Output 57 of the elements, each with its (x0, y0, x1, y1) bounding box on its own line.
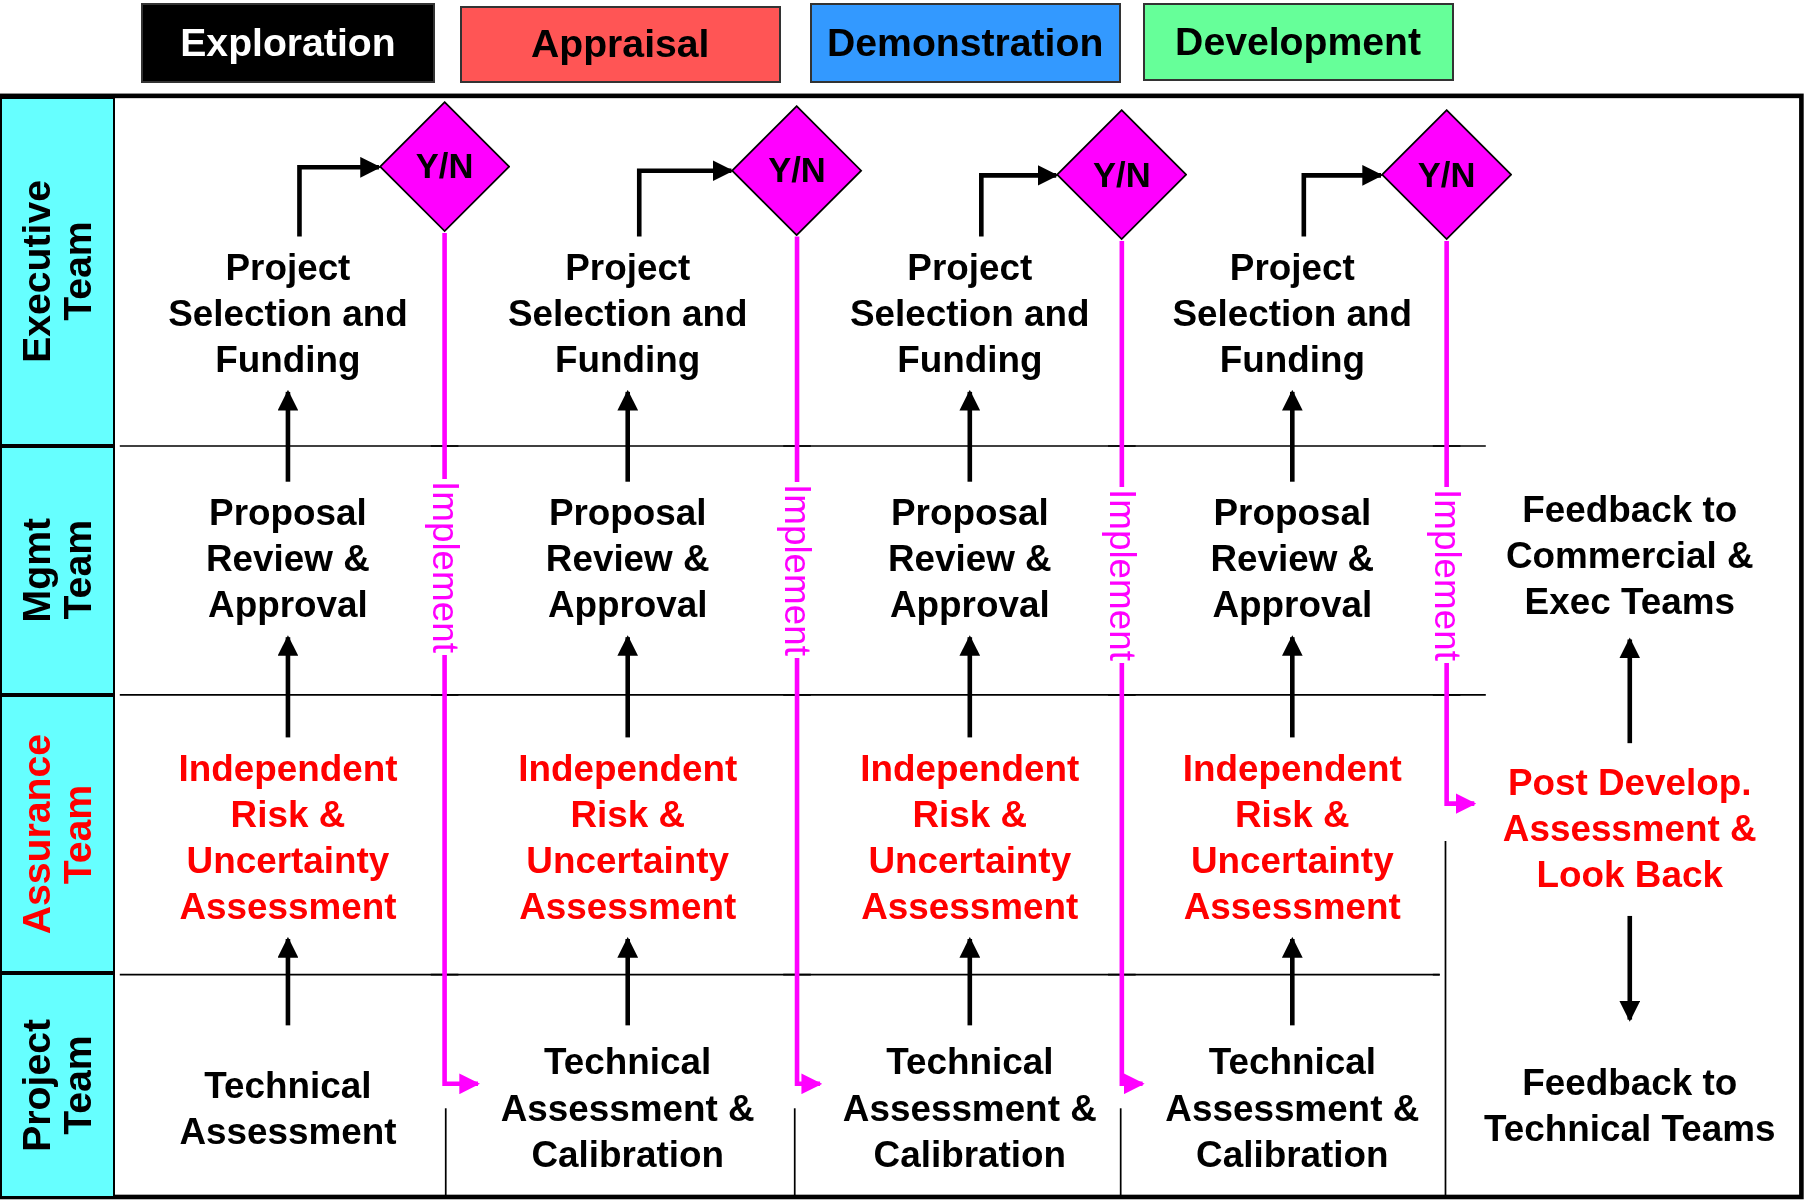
lane-header (0, 96, 116, 446)
step-label: Proposal Review & Approval (155, 481, 421, 637)
arrow (1301, 164, 1384, 237)
arrow (1281, 389, 1303, 482)
lane-title: Executive Team (16, 179, 99, 363)
step-label: Feedback to Commercial & Exec Teams (1474, 472, 1786, 640)
lane-header (0, 445, 116, 695)
decision-label: Y/N (415, 147, 474, 187)
lane-title: Assurance Team (16, 733, 99, 934)
arrow (617, 635, 639, 738)
decision-diamond (1381, 109, 1513, 241)
arrow (1619, 637, 1641, 744)
step-label: Proposal Review & Approval (495, 481, 761, 637)
arrow (979, 164, 1059, 237)
step-label: Independent Risk & Uncertainty Assessment (478, 737, 778, 939)
arrow (959, 389, 981, 482)
step-label: Project Selection and Funding (491, 236, 764, 392)
arrow (617, 389, 639, 482)
decision-label: Y/N (1417, 155, 1476, 195)
step-label: Technical Assessment (138, 1025, 438, 1193)
decision-label: Y/N (768, 150, 826, 190)
phase-header: Exploration (140, 3, 436, 83)
lane-header (0, 694, 116, 974)
step-label: Independent Risk & Uncertainty Assessment (820, 737, 1120, 939)
decision-label: Y/N (1093, 155, 1151, 195)
arrow (277, 936, 299, 1026)
lane-title: Mgmt Team (16, 517, 99, 623)
lane-header (0, 973, 116, 1198)
lane-title: Project Team (16, 1019, 99, 1152)
arrow (277, 389, 299, 482)
decision-diamond (378, 101, 511, 233)
step-label: Proposal Review & Approval (837, 481, 1103, 637)
decision-diamond (731, 104, 863, 237)
step-label: Post Develop. Assessment & Look Back (1474, 742, 1786, 916)
phase-header: Appraisal (459, 5, 781, 83)
step-label: Project Selection and Funding (152, 236, 424, 392)
step-label: Independent Risk & Uncertainty Assessment (1142, 737, 1442, 939)
phase-header: Demonstration (809, 3, 1121, 83)
phase-header: Development (1142, 3, 1454, 81)
step-label: Technical Assessment & Calibration (820, 1025, 1120, 1193)
step-label: Technical Assessment & Calibration (478, 1025, 778, 1193)
decision-diamond (1056, 109, 1188, 241)
arrow (297, 156, 381, 237)
step-label: Project Selection and Funding (833, 236, 1106, 392)
arrow (959, 936, 981, 1026)
step-label: Feedback to Technical Teams (1474, 1019, 1786, 1193)
arrow (636, 160, 734, 237)
arrow (1281, 936, 1303, 1026)
step-label: Technical Assessment & Calibration (1142, 1025, 1442, 1193)
arrow (959, 635, 981, 738)
step-label: Independent Risk & Uncertainty Assessment (138, 737, 438, 939)
arrow (1619, 915, 1641, 1022)
arrow (617, 936, 639, 1026)
step-label: Proposal Review & Approval (1159, 481, 1425, 637)
arrow (1281, 635, 1303, 738)
arrow (277, 635, 299, 738)
step-label: Project Selection and Funding (1156, 236, 1429, 392)
